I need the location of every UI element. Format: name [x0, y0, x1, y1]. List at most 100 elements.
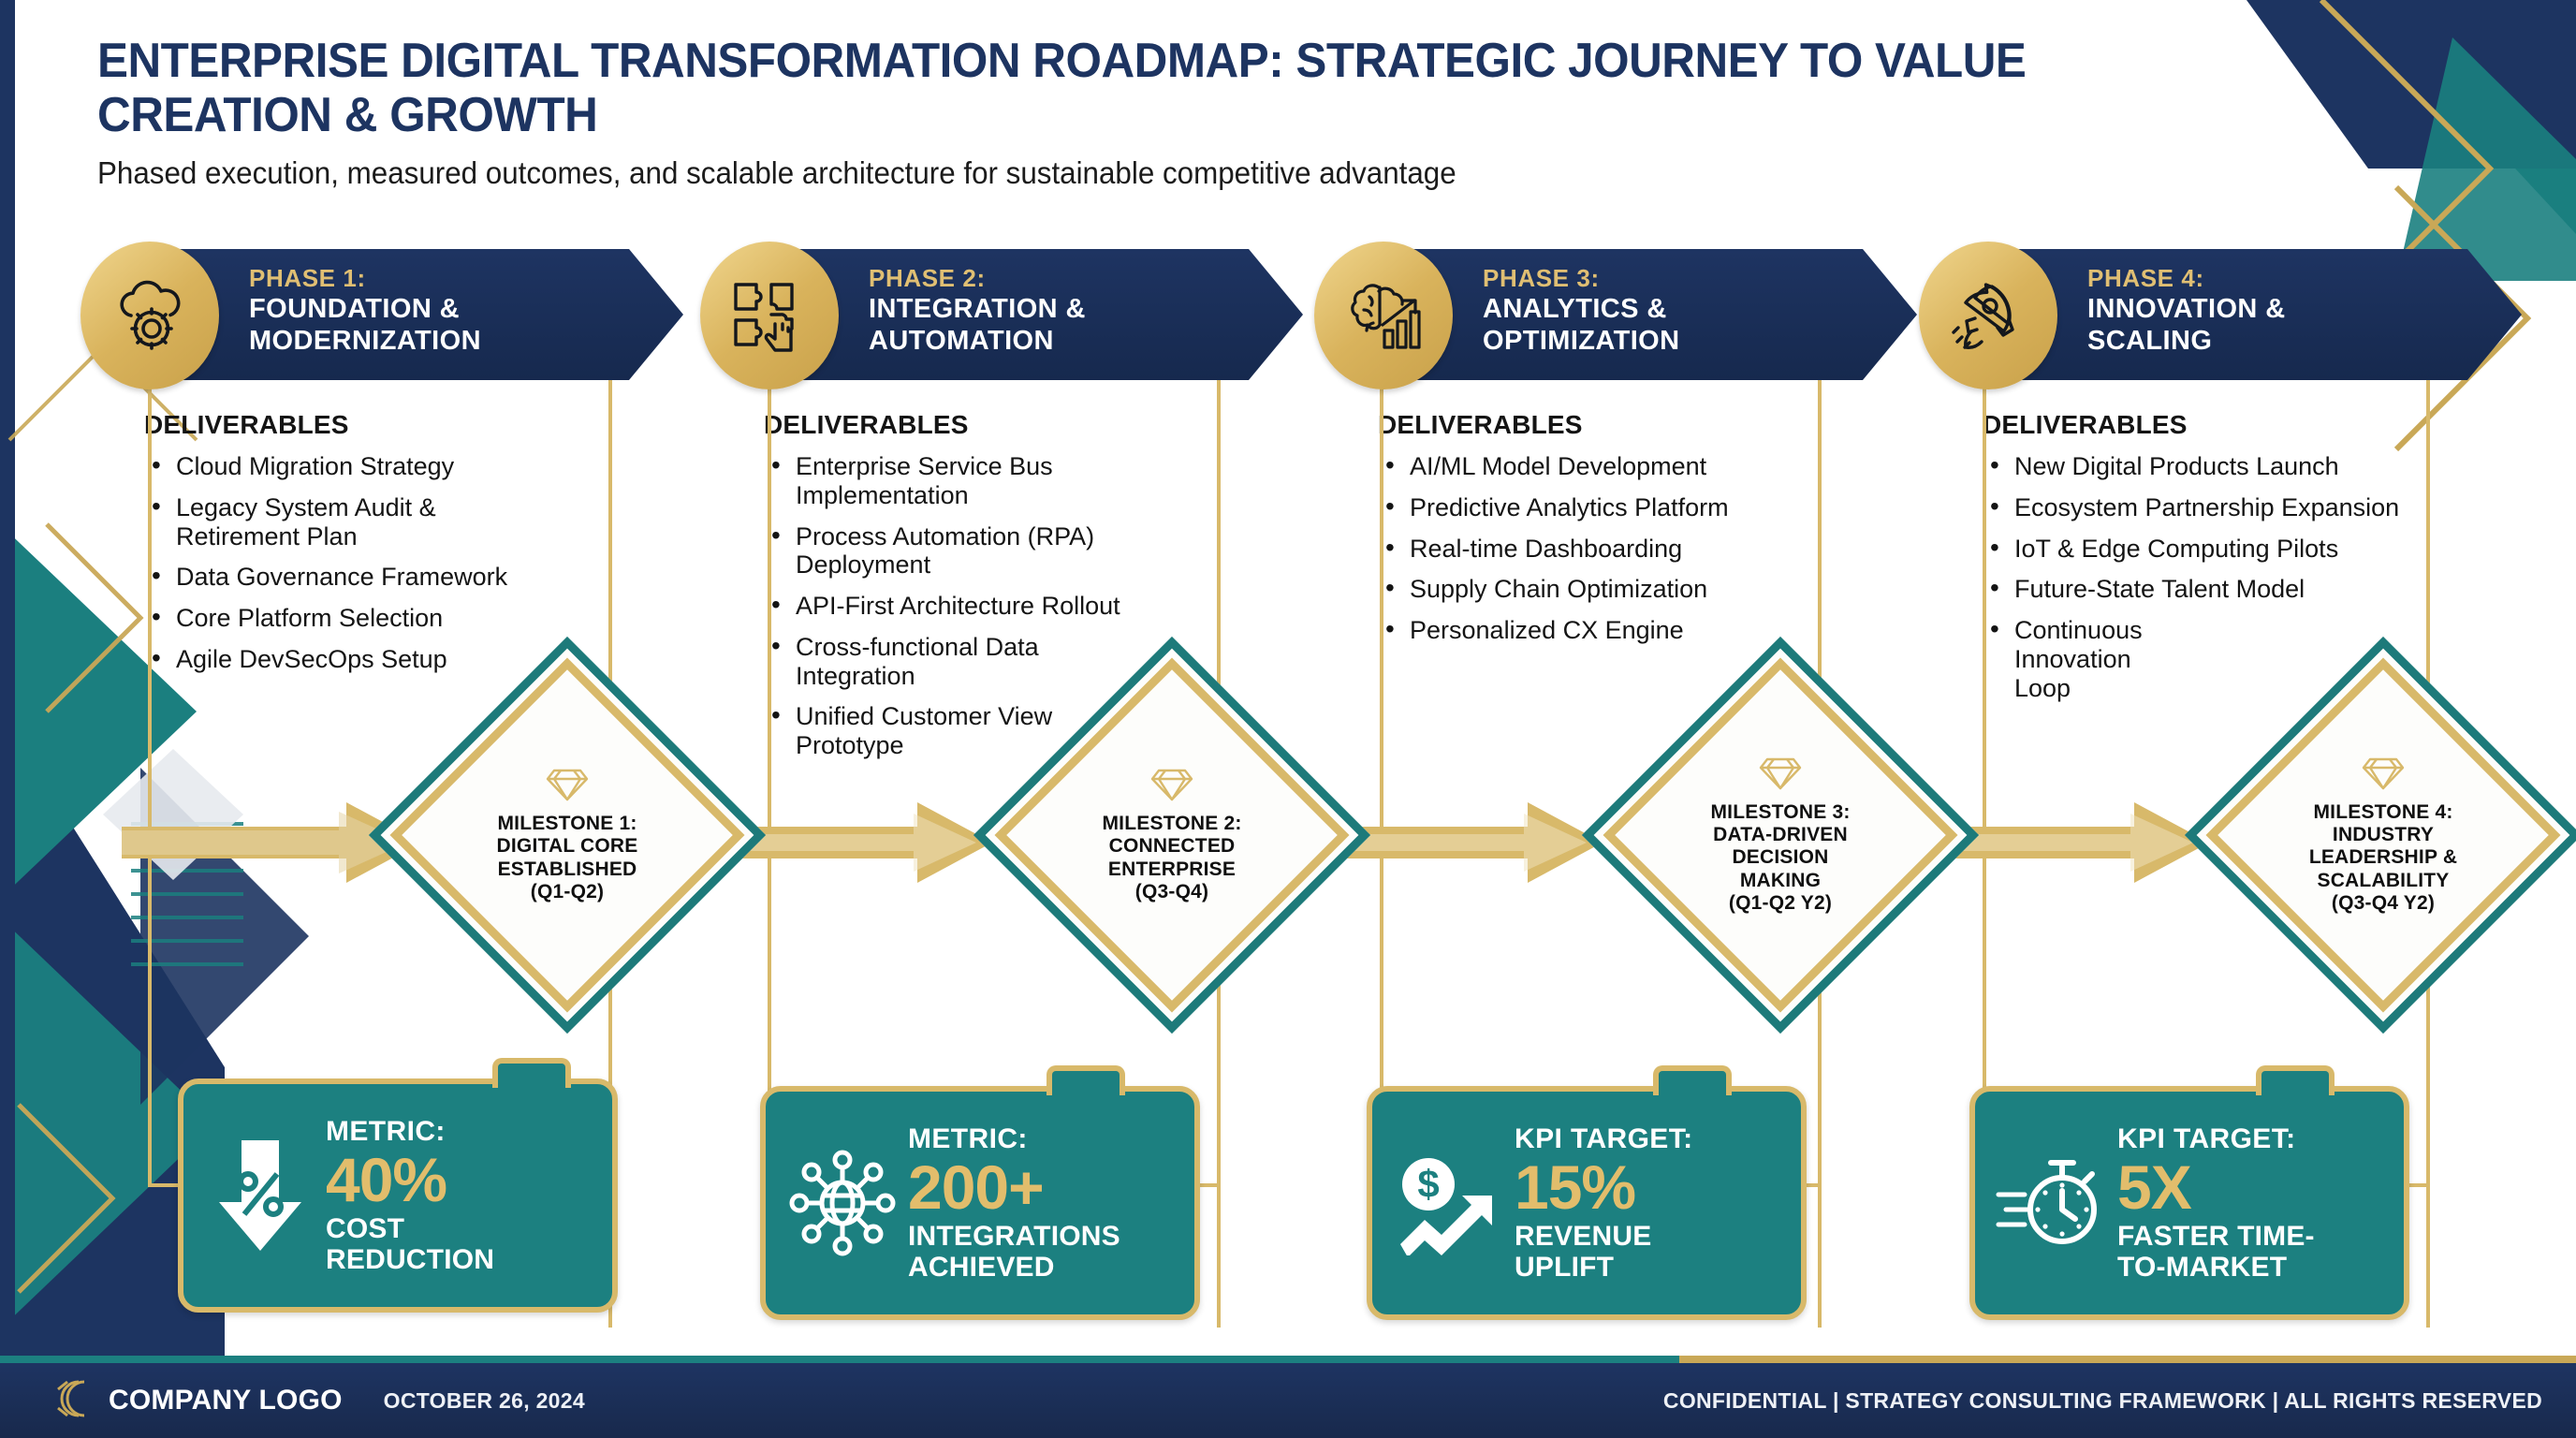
metric-2-label: METRIC: — [908, 1123, 1028, 1154]
dollar-growth-arrow-icon: $ — [1389, 1151, 1509, 1255]
deliverables-heading: DELIVERABLES — [764, 410, 969, 439]
milestone-3[interactable]: MILESTONE 3: DATA-DRIVEN DECISION MAKING… — [1581, 636, 1980, 1034]
callout-tab — [1653, 1065, 1732, 1095]
phase-connector-line-1 — [148, 373, 152, 1187]
phase-connector-line-7 — [1983, 373, 1986, 1187]
metric-3-label: KPI TARGET: — [1515, 1123, 1693, 1154]
callout-tab — [492, 1058, 571, 1088]
footer-rights: CONFIDENTIAL | STRATEGY CONSULTING FRAME… — [1662, 1387, 2542, 1413]
milestone-1[interactable]: MILESTONE 1: DIGITAL CORE ESTABLISHED (Q… — [368, 636, 767, 1034]
milestone-1-line4: (Q1-Q2) — [530, 880, 605, 902]
page-subtitle: Phased execution, measured outcomes, and… — [97, 155, 1456, 191]
flow-arrow-0 — [122, 791, 431, 899]
rocket-icon — [1951, 277, 2026, 354]
phase-4-kicker: PHASE 4: — [2087, 264, 2204, 292]
diamond-gem-icon — [1150, 767, 1193, 807]
deliverables-heading: DELIVERABLES — [1378, 410, 1583, 439]
phase-4-deliverables: DELIVERABLES New Digital Products Launch… — [1983, 410, 2469, 702]
list-item: Continuous Innovation Loop — [1983, 614, 2179, 702]
milestone-4-line3: LEADERSHIP & — [2308, 846, 2458, 869]
cloud-gear-icon — [109, 278, 191, 353]
deliverables-heading: DELIVERABLES — [1983, 410, 2188, 439]
phase-1-deliverables: DELIVERABLES Cloud Migration Strategy Le… — [144, 410, 668, 674]
phase-2-name-line1: INTEGRATION & — [869, 293, 1086, 324]
phase-3-badge[interactable] — [1314, 242, 1453, 389]
milestone-4-line5: (Q3-Q4 Y2) — [2331, 892, 2436, 915]
metric-callout-2[interactable]: METRIC: 200+ INTEGRATIONS ACHIEVED — [760, 1065, 1200, 1320]
milestone-2-line1: MILESTONE 2: — [1102, 812, 1242, 834]
milestone-4[interactable]: MILESTONE 4: INDUSTRY LEADERSHIP & SCALA… — [2184, 636, 2576, 1034]
milestone-2-line3: ENTERPRISE — [1107, 858, 1237, 880]
deliverables-heading: DELIVERABLES — [144, 410, 349, 439]
metric-callout-1[interactable]: METRIC: 40% COST REDUCTION — [178, 1058, 618, 1313]
metric-1-value: 40% — [326, 1144, 447, 1214]
diamond-gem-icon — [2362, 756, 2405, 796]
diamond-gem-icon — [1759, 756, 1802, 796]
list-item: Personalized CX Engine — [1378, 614, 1902, 645]
phase-1-banner[interactable]: PHASE 1: FOUNDATION & MODERNIZATION — [159, 249, 683, 380]
stopwatch-icon — [1992, 1148, 2112, 1258]
phase-1-kicker: PHASE 1: — [249, 264, 366, 292]
metric-4-label: KPI TARGET: — [2117, 1123, 2296, 1154]
callout-tab — [2256, 1065, 2334, 1095]
phase-2-badge[interactable] — [700, 242, 839, 389]
milestone-3-line1: MILESTONE 3: — [1710, 800, 1851, 823]
metric-4-desc-line1: FASTER TIME- — [2117, 1221, 2315, 1253]
footer-gold-accent — [1679, 1356, 2576, 1363]
flow-arrow-2 — [1303, 791, 1612, 899]
list-item: Core Platform Selection — [144, 602, 668, 633]
metric-2-desc-line2: ACHIEVED — [908, 1252, 1055, 1284]
metric-1-desc-line1: COST — [326, 1213, 405, 1245]
phase-3-banner[interactable]: PHASE 3: ANALYTICS & OPTIMIZATION — [1393, 249, 1917, 380]
milestone-2[interactable]: MILESTONE 2: CONNECTED ENTERPRISE (Q3-Q4… — [973, 636, 1371, 1034]
footer: COMPANY LOGO OCTOBER 26, 2024 CONFIDENTI… — [0, 1356, 2576, 1438]
milestone-2-line2: CONNECTED — [1108, 835, 1236, 858]
diamond-gem-icon — [546, 767, 589, 807]
phase-2-name-line2: AUTOMATION — [869, 325, 1054, 356]
milestone-4-line4: SCALABILITY — [2317, 869, 2450, 891]
phase-1-badge[interactable] — [80, 242, 219, 389]
list-item: Enterprise Service Bus Implementation — [764, 450, 1138, 510]
metric-3-desc-line1: REVENUE — [1515, 1221, 1652, 1253]
company-c-logo-icon — [52, 1374, 94, 1428]
milestone-3-line5: (Q1-Q2 Y2) — [1728, 892, 1833, 915]
list-item: Cloud Migration Strategy — [144, 450, 668, 481]
list-item: Process Automation (RPA) Deployment — [764, 521, 1166, 580]
list-item: New Digital Products Launch — [1983, 450, 2469, 481]
metric-callout-3[interactable]: $ KPI TARGET: 15% REVENUE UPLIFT — [1367, 1065, 1807, 1320]
flow-arrow-1 — [693, 791, 1002, 899]
metric-2-desc-line1: INTEGRATIONS — [908, 1221, 1120, 1253]
list-item: Data Governance Framework — [144, 561, 668, 592]
phase-3-name-line2: OPTIMIZATION — [1483, 325, 1680, 356]
list-item: Future-State Talent Model — [1983, 573, 2469, 604]
phase-connector-line-5 — [1380, 373, 1383, 1187]
milestone-1-line1: MILESTONE 1: — [497, 812, 637, 834]
metric-1-label: METRIC: — [326, 1115, 446, 1147]
phase-2-banner[interactable]: PHASE 2: INTEGRATION & AUTOMATION — [779, 249, 1303, 380]
phase-3-name-line1: ANALYTICS & — [1483, 293, 1667, 324]
list-item: Legacy System Audit & Retirement Plan — [144, 492, 500, 551]
metric-3-value: 15% — [1515, 1152, 1636, 1222]
phase-1-name-line2: MODERNIZATION — [249, 325, 481, 356]
metric-callout-4[interactable]: KPI TARGET: 5X FASTER TIME- TO-MARKET — [1969, 1065, 2409, 1320]
milestone-3-line3: DECISION — [1732, 846, 1829, 869]
phase-connector-line-3 — [768, 373, 771, 1187]
milestone-3-line4: MAKING — [1739, 869, 1822, 891]
puzzle-hand-icon — [730, 277, 809, 354]
phase-4-name-line2: SCALING — [2087, 325, 2213, 356]
list-item: IoT & Edge Computing Pilots — [1983, 533, 2469, 564]
list-item: Unified Customer View Prototype — [764, 700, 1120, 760]
metric-1-desc-line2: REDUCTION — [326, 1244, 495, 1276]
milestone-2-line4: (Q3-Q4) — [1134, 880, 1209, 902]
milestone-1-line3: ESTABLISHED — [497, 858, 637, 880]
phase-4-badge[interactable] — [1919, 242, 2057, 389]
metric-4-value: 5X — [2117, 1152, 2192, 1222]
metric-4-desc-line2: TO-MARKET — [2117, 1252, 2288, 1284]
flow-arrow-3 — [1910, 791, 2218, 899]
metric-3-desc-line2: UPLIFT — [1515, 1252, 1615, 1284]
phase-2-deliverables: DELIVERABLES Enterprise Service Bus Impl… — [764, 410, 1251, 760]
footer-logo[interactable]: COMPANY LOGO OCTOBER 26, 2024 — [52, 1374, 585, 1428]
globe-network-icon — [783, 1147, 902, 1259]
phase-4-banner[interactable]: PHASE 4: INNOVATION & SCALING — [1998, 249, 2522, 380]
phase-1-name-line1: FOUNDATION & — [249, 293, 460, 324]
